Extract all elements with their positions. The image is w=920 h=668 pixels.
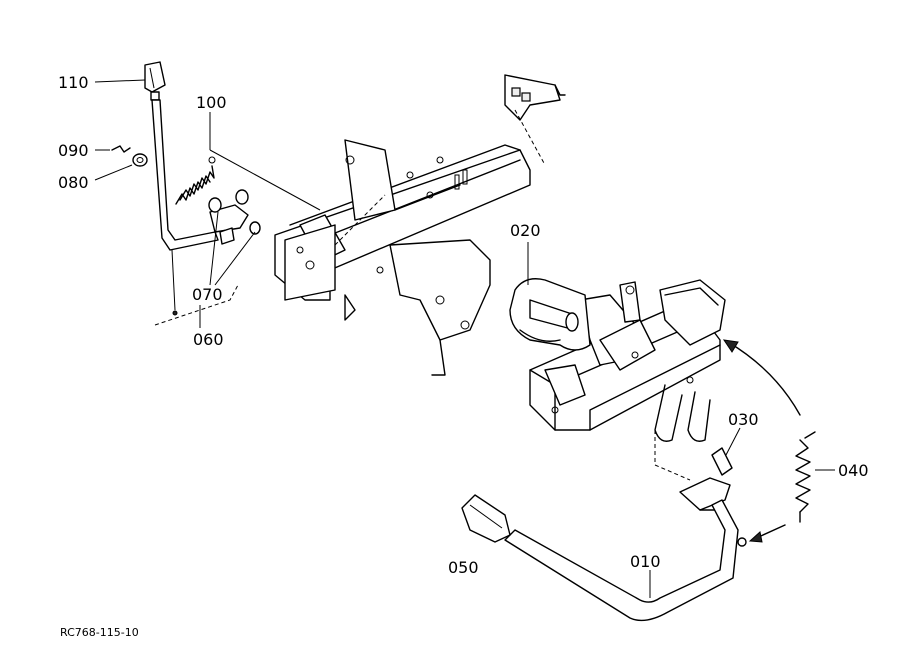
bushing-070-a: [208, 197, 222, 213]
label-070: 070: [192, 285, 223, 304]
washer-080: [132, 153, 148, 167]
upper-frame-assembly: [209, 74, 566, 376]
lever-010: [504, 499, 739, 622]
bracket-060: [154, 284, 239, 326]
lever-rod: [151, 99, 219, 251]
label-080: 080: [58, 173, 89, 192]
leader-lines: [94, 79, 835, 598]
label-010: 010: [630, 552, 661, 571]
knob-050: [461, 494, 511, 543]
label-090: 090: [58, 141, 89, 160]
label-020: 020: [510, 221, 541, 240]
pedal-lever-assembly: [461, 339, 816, 622]
lower-right-assembly: [509, 278, 726, 481]
reference-code: RC768-115-10: [60, 626, 139, 639]
spring-100: [175, 156, 216, 205]
spring-040: [795, 431, 816, 523]
disc-020: [509, 278, 591, 351]
label-040: 040: [838, 461, 869, 480]
label-060: 060: [193, 330, 224, 349]
label-100: 100: [196, 93, 227, 112]
label-050: 050: [448, 558, 479, 577]
label-030: 030: [728, 410, 759, 429]
bushing-070-b: [249, 221, 261, 235]
label-110: 110: [58, 73, 89, 92]
pin-090: [111, 145, 131, 153]
left-lever-assembly: [111, 61, 261, 326]
pin-030: [711, 447, 733, 476]
knob-110: [144, 61, 166, 93]
